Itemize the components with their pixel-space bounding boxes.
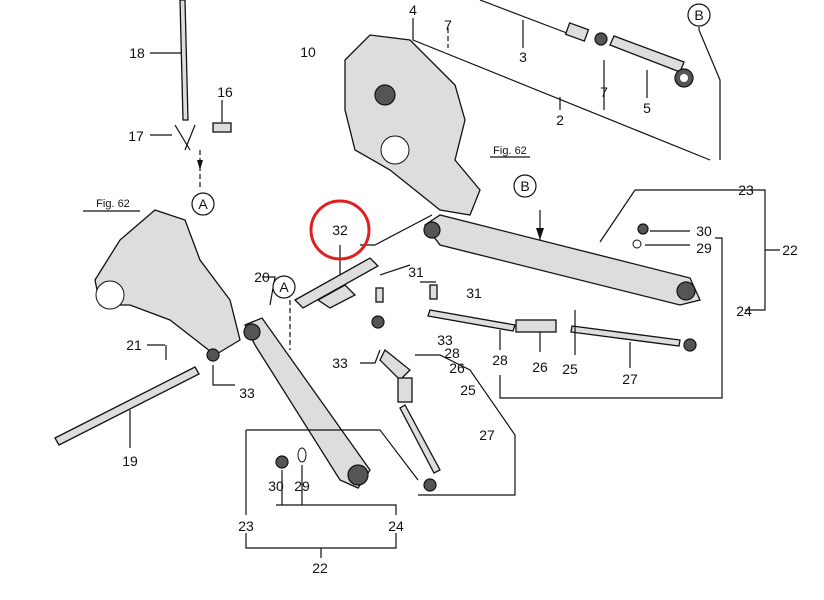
callout: 33 — [239, 385, 255, 401]
callout: 22 — [312, 560, 328, 576]
lower-link-right — [423, 189, 780, 399]
callout: 17 — [128, 128, 144, 144]
figure-reference: Fig. 62 — [96, 198, 130, 210]
callout-labels: 4 7 3 2 7 5 B 10 18 16 17 A Fig. 62 Fig.… — [96, 2, 798, 576]
highlight-circle — [309, 199, 371, 261]
callout: 26 — [449, 360, 465, 376]
callout: 31 — [466, 285, 482, 301]
callout: 23 — [738, 182, 754, 198]
check-chain-left — [360, 348, 516, 496]
callout: 21 — [126, 337, 142, 353]
cross-shaft — [54, 366, 200, 448]
callout: 7 — [600, 84, 608, 100]
callout: 10 — [300, 44, 316, 60]
callout: 33 — [332, 355, 348, 371]
callout: 33 — [437, 332, 453, 348]
lift-rod — [150, 0, 232, 190]
axle-housing-left — [83, 209, 241, 386]
top-link-shaft — [412, 0, 721, 161]
callout: 29 — [696, 240, 712, 256]
callout: 28 — [492, 352, 508, 368]
callout: A — [198, 196, 208, 212]
callout: 4 — [409, 2, 417, 18]
callout: 19 — [122, 453, 138, 469]
callout: 25 — [562, 361, 578, 377]
callout: 27 — [622, 371, 638, 387]
callout: 20 — [254, 269, 270, 285]
callout: 3 — [519, 49, 527, 65]
callout: 29 — [294, 478, 310, 494]
axle-housing-right — [344, 34, 530, 216]
callout: 27 — [479, 427, 495, 443]
callout: 30 — [696, 223, 712, 239]
check-chain-right — [427, 309, 697, 368]
callout: 18 — [129, 45, 145, 61]
figure-reference: Fig. 62 — [493, 145, 527, 157]
lower-link-left — [243, 276, 419, 558]
callout: 31 — [408, 264, 424, 280]
callout: 28 — [444, 345, 460, 361]
callout: 24 — [736, 303, 752, 319]
callout: 23 — [238, 518, 254, 534]
callout: 24 — [388, 518, 404, 534]
callout: 26 — [532, 359, 548, 375]
callout: B — [694, 7, 703, 23]
callout: 2 — [556, 112, 564, 128]
callout: A — [279, 279, 289, 295]
callout: 16 — [217, 84, 233, 100]
callout: B — [520, 178, 529, 194]
callout: 7 — [444, 17, 452, 33]
callout: 5 — [643, 100, 651, 116]
callout: 25 — [460, 382, 476, 398]
callout: 22 — [782, 242, 798, 258]
callout: 30 — [268, 478, 284, 494]
callout-highlighted: 32 — [332, 222, 348, 238]
